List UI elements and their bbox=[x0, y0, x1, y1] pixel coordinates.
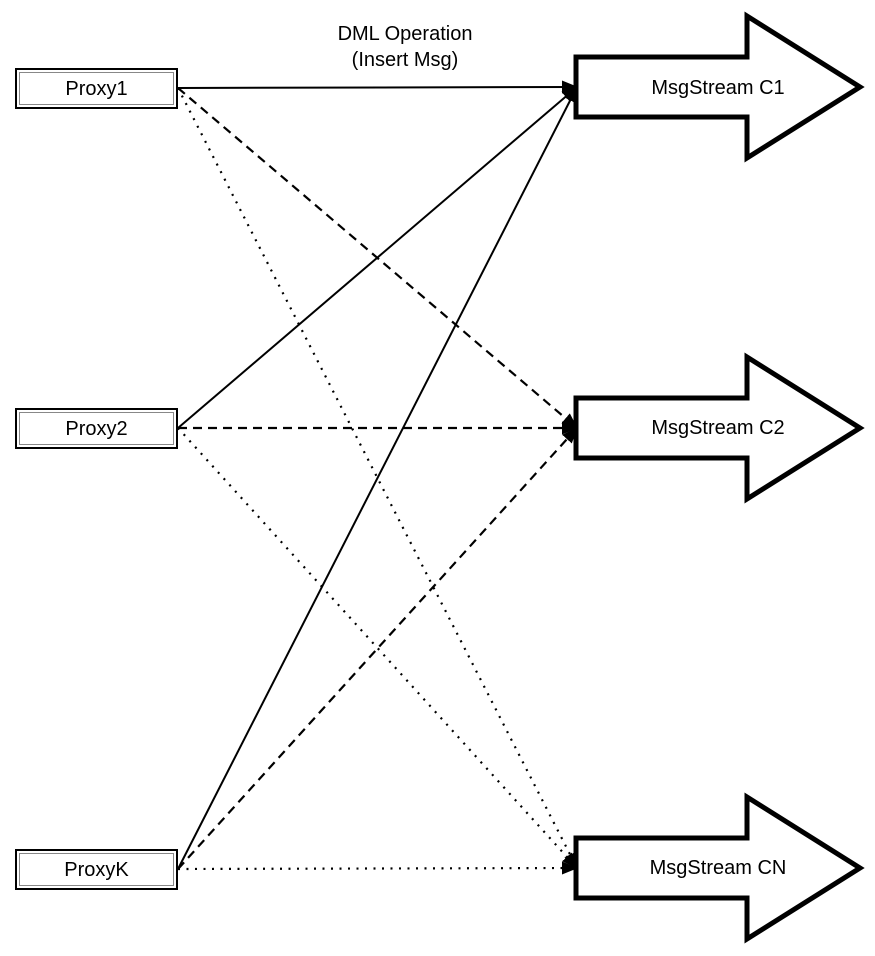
edge-proxyk-to-c1 bbox=[177, 86, 578, 870]
proxyk-node: ProxyK bbox=[15, 849, 178, 890]
msgstream-c2-label: MsgStream C2 bbox=[651, 417, 785, 439]
proxy1-node: Proxy1 bbox=[15, 68, 178, 109]
edge-proxy1-to-c1 bbox=[177, 80, 578, 94]
proxyk-label: ProxyK bbox=[64, 858, 129, 881]
proxy1-label: Proxy1 bbox=[65, 77, 128, 100]
msgstream-c1-arrow-shape bbox=[573, 11, 865, 163]
edge-annotation-line1: DML Operation bbox=[337, 23, 473, 45]
edge-proxyk-to-c2 bbox=[177, 427, 578, 870]
edge-annotation-line2: (Insert Msg) bbox=[351, 49, 459, 71]
msgstream-c1-label: MsgStream C1 bbox=[651, 77, 785, 99]
edge-proxyk-to-cn bbox=[177, 861, 578, 875]
msgstream-c2-arrow-shape bbox=[573, 352, 865, 504]
edge-proxy1-to-c2 bbox=[177, 87, 578, 429]
edge-proxy1-to-cn bbox=[177, 87, 578, 869]
proxy2-label: Proxy2 bbox=[65, 417, 128, 440]
proxy2-node: Proxy2 bbox=[15, 408, 178, 449]
edge-proxy2-to-cn bbox=[177, 427, 578, 869]
msgstream-cn-arrow-shape bbox=[573, 792, 865, 944]
msgstream-cn-label: MsgStream CN bbox=[649, 857, 787, 879]
edge-annotation: DML Operation (Insert Msg) bbox=[270, 21, 540, 73]
